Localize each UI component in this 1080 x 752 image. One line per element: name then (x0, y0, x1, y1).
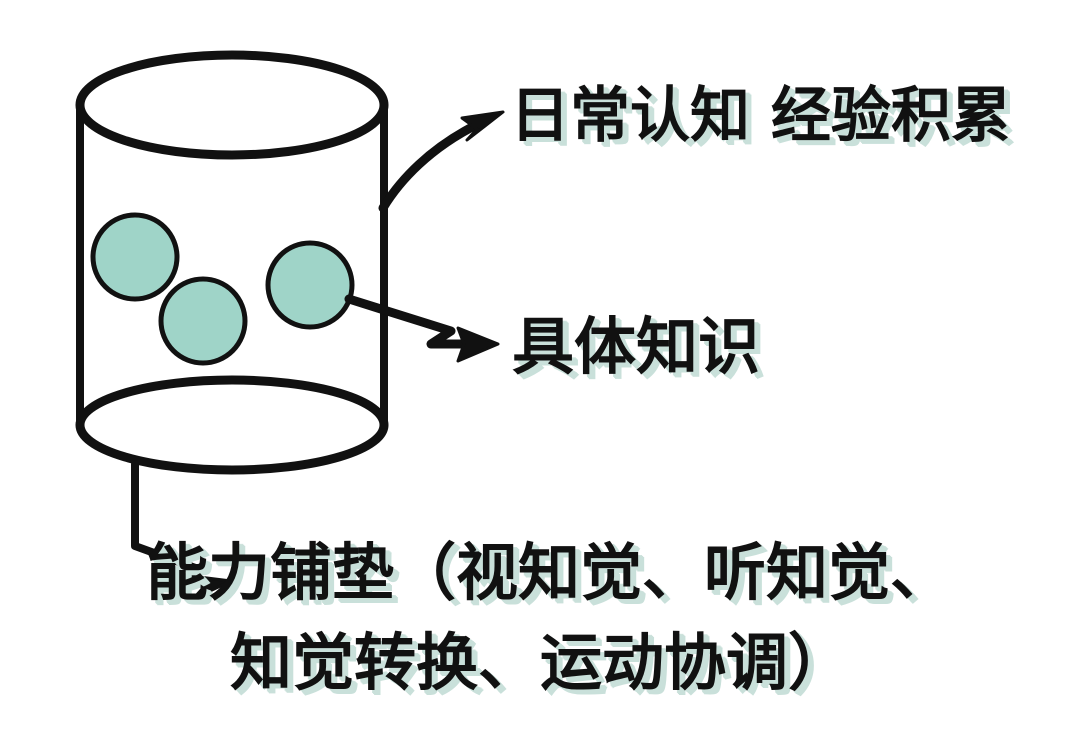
arrow-daily-cognition (378, 110, 505, 213)
arrow-concrete-knowledge (344, 294, 500, 363)
cylinder-shape (75, 50, 389, 475)
cylinder-bottom-ellipse (75, 375, 389, 475)
label-daily-cognition: 日常认知 经验积累 (510, 81, 1011, 151)
arrow-ability-foundation (131, 460, 233, 601)
arrow-daily-cognition-head (460, 110, 505, 142)
arrow-ability-foundation-head (189, 574, 233, 601)
ball-2 (158, 276, 248, 366)
ball-3 (265, 240, 355, 330)
label-ability-foundation-line-2: 知觉转换、运动协调） (229, 625, 850, 699)
label-ability-foundation: 能力铺垫（视知觉、听知觉、 知觉转换、运动协调） (0, 528, 1080, 708)
label-ability-foundation-line-1: 能力铺垫（视知觉、听知觉、 (145, 536, 952, 609)
cylinder-top-ellipse (75, 50, 389, 160)
ball-group (90, 212, 355, 366)
arrow-concrete-knowledge-head (456, 326, 500, 363)
arrow-concrete-knowledge-shaft (344, 294, 475, 349)
label-concrete-knowledge: 具体知识 (512, 310, 761, 383)
ball-1 (90, 212, 180, 302)
arrow-ability-foundation-shaft (131, 460, 205, 574)
arrow-daily-cognition-shaft (378, 119, 483, 213)
